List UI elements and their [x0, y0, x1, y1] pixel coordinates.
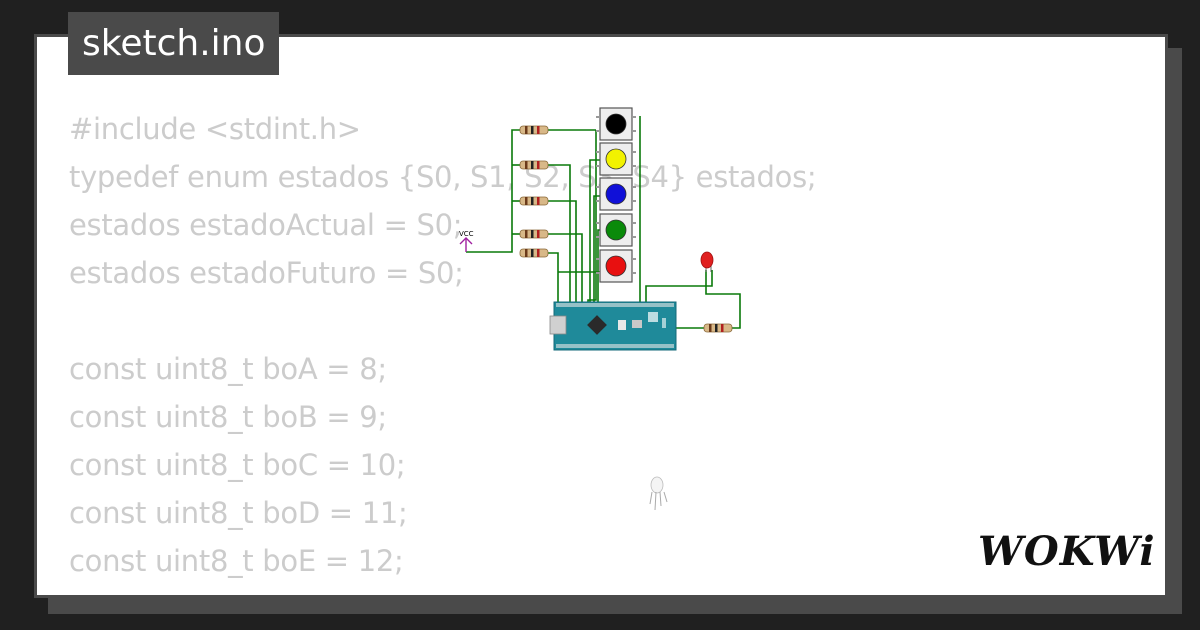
code-preview: #include <stdint.h> typedef enum estados … — [69, 105, 817, 595]
push-button — [596, 177, 636, 211]
code-line: typedef enum estados {S0, S1, S2, S3, S4… — [69, 160, 817, 194]
push-button — [596, 213, 636, 247]
resistors — [519, 125, 733, 333]
vcc-symbol: VCC — [459, 230, 474, 252]
code-line: const uint8_t boA = 8; — [69, 352, 387, 386]
code-line: const uint8_t boE = 12; — [69, 544, 404, 578]
code-line: const uint8_t boD = 11; — [69, 496, 408, 530]
code-line: estados estadoActual = S0; — [69, 208, 463, 242]
code-line: const uint8_t led1 = 7; — [69, 585, 816, 595]
code-line: const uint8_t boC = 10; — [69, 448, 406, 482]
push-button — [596, 107, 636, 141]
code-line: const uint8_t boB = 9; — [69, 400, 387, 434]
code-line: #include <stdint.h> — [69, 112, 361, 146]
red-led — [700, 251, 714, 272]
vcc-label: VCC — [459, 230, 474, 238]
arduino-nano-board — [549, 301, 677, 351]
push-buttons — [596, 107, 636, 283]
push-button — [596, 142, 636, 176]
wokwi-logo: WOKWi — [978, 528, 1156, 575]
sketch-title: sketch.ino — [68, 12, 280, 75]
code-line: estados estadoFuturo = S0; — [69, 256, 464, 290]
rgb-led — [649, 476, 668, 511]
push-button — [596, 249, 636, 283]
wires — [466, 116, 741, 329]
